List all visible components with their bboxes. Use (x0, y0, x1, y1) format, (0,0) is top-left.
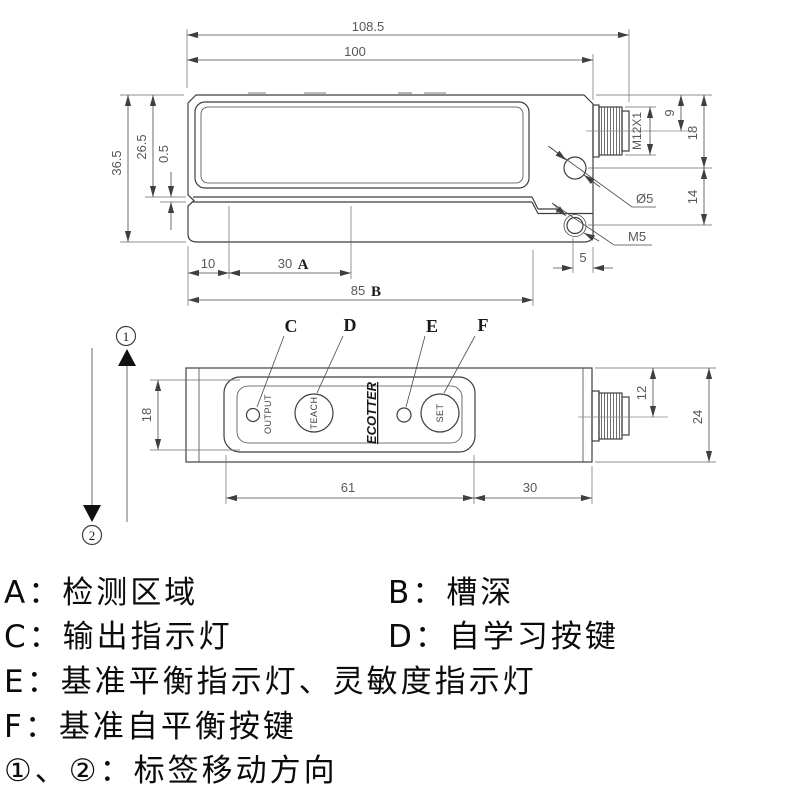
set-button[interactable] (420, 393, 460, 433)
dim-108-5: 108.5 (186, 19, 630, 102)
label-slot-lines (193, 196, 593, 215)
svg-text:36.5: 36.5 (109, 150, 124, 175)
legend-b: B：槽深 (388, 575, 515, 611)
callout-e: E (426, 316, 438, 336)
dim-85: 85 B (188, 250, 534, 306)
callout-c: C (285, 316, 298, 336)
callout-d: D (344, 315, 357, 335)
callout-f: F (478, 315, 489, 335)
svg-text:9: 9 (662, 109, 677, 116)
keypad-panel-outer (223, 376, 476, 453)
sensor-window-outer (194, 101, 530, 189)
svg-text:26.5: 26.5 (134, 134, 149, 159)
legend-direction: ①、②：标签移动方向 (4, 753, 338, 789)
legend-a: A：检测区域 (4, 575, 199, 611)
top-view: OUTPUT TEACH ECOTTER SET C D E F (81, 315, 716, 546)
brand-logo: ECOTTER (364, 381, 379, 444)
dim-m12x1: M12X1 (625, 106, 656, 156)
svg-text:5: 5 (579, 250, 586, 265)
dim-14: 14 (588, 168, 712, 226)
svg-text:108.5: 108.5 (352, 19, 385, 34)
dim-36-5: 36.5 (109, 94, 186, 243)
svg-text:12: 12 (634, 386, 649, 400)
dim-18-side: 18 (588, 95, 712, 169)
svg-text:61: 61 (341, 480, 355, 495)
svg-text:2: 2 (89, 528, 96, 543)
legend-e: E：基准平衡指示灯、灵敏度指示灯 (4, 664, 537, 700)
output-led (245, 407, 261, 423)
dim-61-30: 61 30 (225, 455, 593, 504)
svg-text:85: 85 (351, 283, 365, 298)
direction-down: 2 (81, 348, 103, 546)
callouts: C D E F (256, 315, 489, 408)
tap-m5 (551, 202, 652, 246)
m12-connector-top (578, 390, 668, 442)
side-view: Ø5 M5 108.5 100 36.5 (109, 19, 712, 306)
output-led-label: OUTPUT (263, 394, 273, 434)
dim-9: 9 (596, 94, 712, 131)
svg-text:24: 24 (690, 410, 705, 424)
keypad-panel-inner (236, 385, 463, 444)
hole-d5 (547, 145, 656, 208)
balance-led (396, 407, 412, 423)
legend-f: F：基准自平衡按键 (4, 709, 297, 745)
svg-text:M12X1: M12X1 (630, 112, 644, 150)
legend-c: C：输出指示灯 (4, 619, 233, 655)
dim-26-5: 26.5 (134, 95, 186, 198)
dim-5: 5 (553, 238, 613, 273)
svg-text:0.5: 0.5 (156, 145, 171, 163)
sensor-window-inner (200, 106, 524, 184)
svg-text:100: 100 (344, 44, 366, 59)
dim-24: 24 (595, 367, 716, 463)
svg-text:30: 30 (523, 480, 537, 495)
direction-up: 1 (115, 325, 137, 522)
teach-button-label: TEACH (309, 396, 319, 429)
dim-18-top: 18 (139, 379, 240, 451)
m12-connector-side (586, 104, 690, 158)
legend-d: D：自学习按键 (388, 619, 619, 655)
dim-100: 100 (187, 44, 594, 100)
svg-text:18: 18 (139, 408, 154, 422)
svg-text:18: 18 (685, 126, 700, 140)
dim-0-5: 0.5 (156, 145, 186, 230)
svg-text:B: B (371, 284, 381, 300)
hole-d5-label: Ø5 (636, 191, 653, 206)
technical-drawing: Ø5 M5 108.5 100 36.5 (81, 19, 716, 546)
tap-m5-label: M5 (628, 229, 646, 244)
svg-text:10: 10 (201, 256, 215, 271)
side-body-outline (187, 94, 594, 243)
dim-10-30: 10 30 A (187, 206, 352, 306)
set-button-label: SET (435, 403, 445, 422)
svg-text:1: 1 (123, 329, 130, 344)
svg-text:30: 30 (278, 256, 292, 271)
svg-text:A: A (298, 257, 309, 273)
svg-text:14: 14 (685, 190, 700, 204)
dim-12: 12 (595, 367, 660, 417)
teach-button[interactable] (294, 393, 334, 433)
